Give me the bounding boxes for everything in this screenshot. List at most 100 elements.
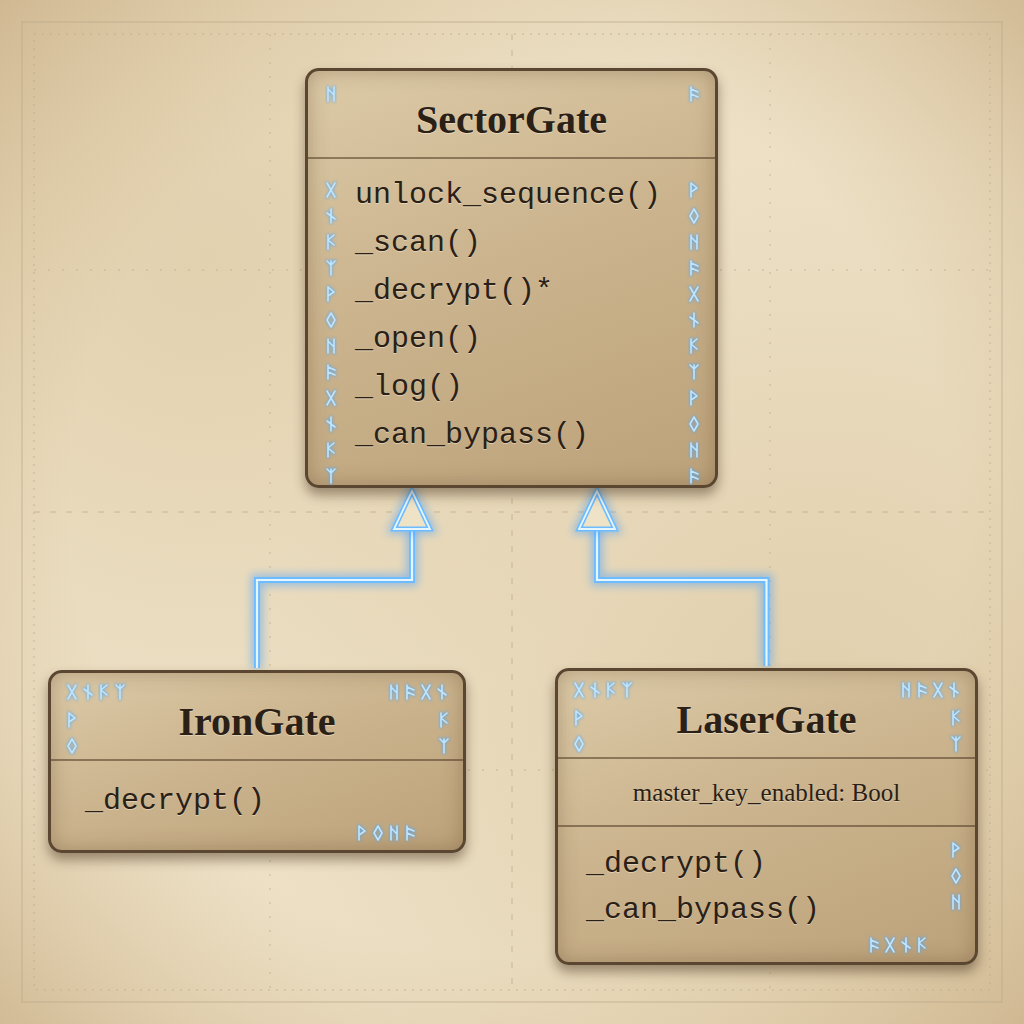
rune-stroke <box>327 209 335 223</box>
rune-glow <box>359 826 365 840</box>
rune-glow <box>438 685 446 699</box>
rune-glow <box>690 365 698 379</box>
hollow-arrowhead <box>579 491 615 529</box>
rune-glow <box>575 737 583 751</box>
rune-glyph <box>101 685 107 699</box>
rune-stroke <box>691 235 697 249</box>
rune-glow <box>691 339 697 353</box>
rune-stroke <box>691 87 698 101</box>
rune-glow <box>84 685 92 699</box>
rune-glow <box>690 313 698 327</box>
rune-glyph <box>690 209 698 223</box>
rune-glyph <box>886 938 894 952</box>
rune-stroke <box>591 683 599 697</box>
rune-glow <box>902 938 910 952</box>
rune-glyph <box>903 683 909 697</box>
arrow-line <box>257 529 412 668</box>
rune-glyph <box>690 313 698 327</box>
rune-stroke <box>575 683 583 697</box>
method-name: _can_bypass() <box>586 887 951 933</box>
compartment: SectorGate <box>308 71 715 157</box>
rune-stroke <box>327 417 335 431</box>
compartment: master_key_enabled: Bool <box>558 757 975 825</box>
rune-glyph <box>691 469 698 483</box>
rune-glow <box>690 417 698 431</box>
rune-glow <box>101 685 107 699</box>
rune-glyph <box>691 235 697 249</box>
rune-glyph <box>690 287 698 301</box>
rune-stroke <box>953 843 959 857</box>
rune-glyph <box>919 938 925 952</box>
rune-stroke <box>903 683 909 697</box>
method-name: _open() <box>355 315 691 363</box>
rune-stroke <box>886 938 894 952</box>
rune-glyph <box>327 261 335 275</box>
rune-stroke <box>327 261 335 275</box>
rune-glyph <box>68 685 76 699</box>
inheritance-arrow <box>257 491 430 668</box>
rune-stroke <box>327 391 335 405</box>
rune-glow <box>328 235 334 249</box>
compartment: unlock_sequence()_scan()_decrypt()*_open… <box>308 157 715 479</box>
rune-glyph <box>440 739 448 753</box>
rune-glyph <box>327 209 335 223</box>
rune-glyph <box>328 287 334 301</box>
rune-stroke <box>691 443 697 457</box>
rune-glyph <box>691 87 698 101</box>
rune-glyph <box>623 683 631 697</box>
rune-glyph <box>576 711 582 725</box>
compartment: LaserGate <box>558 671 975 757</box>
rune-glow <box>407 685 414 699</box>
class-box: IronGate _decrypt() <box>48 670 466 853</box>
method-name: _scan() <box>355 219 691 267</box>
rune-glyph <box>902 938 910 952</box>
rune-glyph <box>327 313 335 327</box>
rune-glow <box>327 183 335 197</box>
compartment: IronGate <box>51 673 463 759</box>
rune-glyph <box>327 417 335 431</box>
rune-stroke <box>953 711 959 725</box>
rune-glyph <box>328 87 334 101</box>
rune-glyph <box>359 826 365 840</box>
rune-glow <box>690 287 698 301</box>
rune-glyph <box>327 391 335 405</box>
rune-stroke <box>691 469 698 483</box>
rune-stroke <box>440 739 448 753</box>
compartment: _decrypt()_can_bypass() <box>558 825 975 953</box>
rune-glyph <box>690 417 698 431</box>
rune-glow <box>327 209 335 223</box>
rune-stroke <box>608 683 614 697</box>
class-box: LaserGate master_key_enabled: Bool _decryp… <box>555 668 978 965</box>
rune-glow <box>68 685 76 699</box>
rune-glow <box>691 469 698 483</box>
rune-glyph <box>691 443 697 457</box>
rune-stroke <box>691 391 697 405</box>
rune-glow <box>691 391 697 405</box>
rune-stroke <box>327 469 335 483</box>
rune-stroke <box>902 938 910 952</box>
rune-stroke <box>950 683 958 697</box>
rune-glyph <box>441 713 447 727</box>
rune-stroke <box>328 87 334 101</box>
attribute-name: master_key_enabled: Bool <box>582 777 951 809</box>
rune-glyph <box>608 683 614 697</box>
rune-glow <box>575 683 583 697</box>
arrowhead-core <box>394 491 430 529</box>
rune-glyph <box>953 843 959 857</box>
rune-glow <box>691 235 697 249</box>
method-name: _decrypt() <box>85 777 439 825</box>
rune-stroke <box>690 313 698 327</box>
rune-stroke <box>327 313 335 327</box>
rune-glow <box>328 443 334 457</box>
rune-glow <box>328 87 334 101</box>
rune-glow <box>68 739 76 753</box>
rune-glow <box>391 826 397 840</box>
rune-glyph <box>591 683 599 697</box>
compartment: _decrypt() <box>51 759 463 843</box>
rune-glow <box>327 391 335 405</box>
